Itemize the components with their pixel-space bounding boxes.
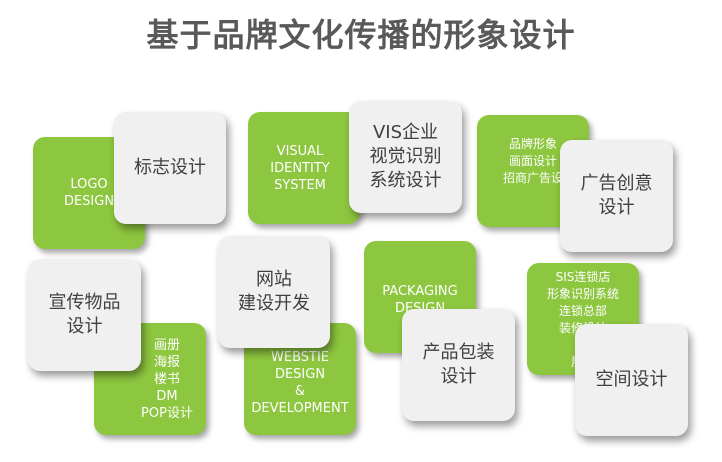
- web-cn-card: 网站 建设开发: [218, 236, 330, 348]
- print-cn-text: 宣传物品 设计: [48, 292, 121, 337]
- packaging-cn-card: 产品包装 设计: [402, 309, 515, 421]
- logo-cn-card: 标志设计: [114, 112, 226, 224]
- ad-cn-text: 广告创意 设计: [580, 173, 653, 218]
- logo-design-text: LOGO DESIGN: [63, 177, 115, 209]
- vis-design-card: VISUAL IDENTITY SYSTEM: [248, 112, 360, 224]
- vis-design-text: VISUAL IDENTITY SYSTEM: [270, 143, 330, 193]
- space-cn-text: 空间设计: [595, 369, 668, 390]
- ad-design-text: 品牌形象 画面设计 招商广告设: [502, 136, 563, 185]
- packaging-cn-text: 产品包装 设计: [422, 342, 495, 387]
- web-cn-text: 网站 建设开发: [238, 269, 310, 314]
- logo-cn-text: 标志设计: [134, 157, 206, 178]
- print-design-text: 画册 海报 楼书 DM POP设计: [141, 337, 193, 421]
- web-design-text: WEBSTIE DESIGN & DEVELOPMENT: [251, 350, 349, 416]
- vis-cn-card: VIS企业 视觉识别 系统设计: [349, 101, 462, 213]
- page-title: 基于品牌文化传播的形象设计: [146, 16, 576, 54]
- print-cn-card: 宣传物品 设计: [28, 259, 141, 371]
- vis-cn-text: VIS企业 视觉识别 系统设计: [369, 122, 442, 191]
- ad-cn-card: 广告创意 设计: [560, 140, 673, 252]
- space-cn-card: 空间设计: [575, 324, 688, 436]
